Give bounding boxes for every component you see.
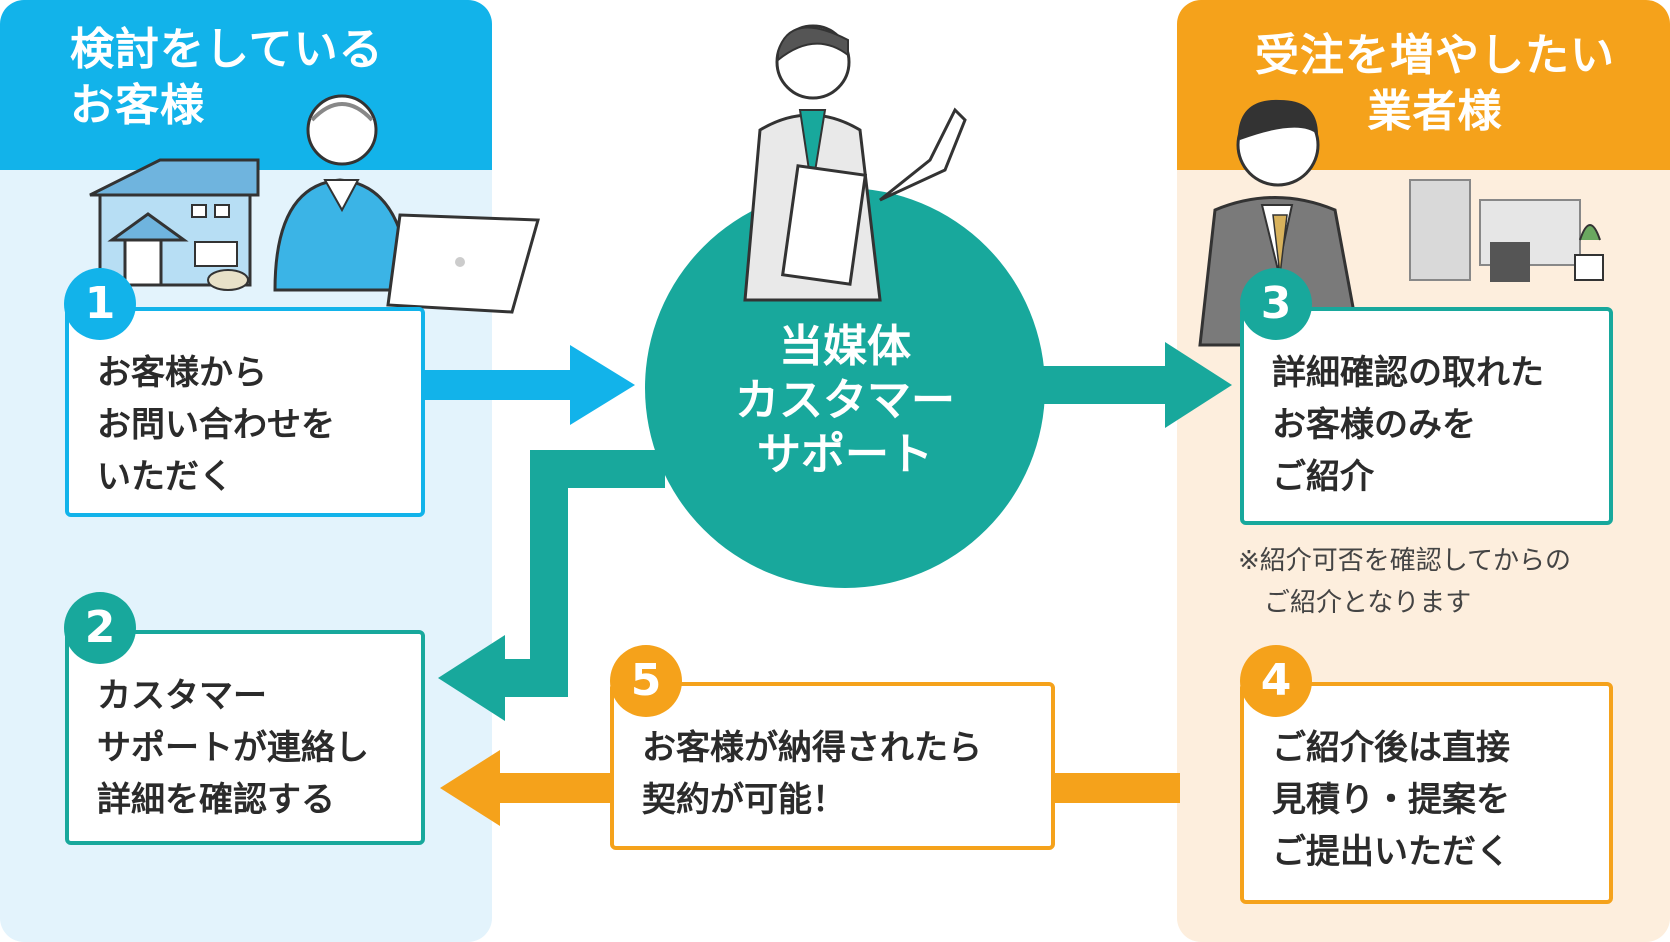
vendor-panel-title: 受注を増やしたい 業者様 bbox=[1255, 30, 1615, 137]
arrow-step1-to-center bbox=[425, 345, 635, 425]
step-3-number: 3 bbox=[1240, 268, 1312, 340]
step-1-card: お客様から お問い合わせを いただく bbox=[65, 307, 425, 517]
arrow-center-to-step2 bbox=[438, 450, 665, 721]
step-3-card: 詳細確認の取れた お客様のみを ご紹介 bbox=[1240, 307, 1613, 525]
house-icon bbox=[89, 158, 260, 291]
customer-panel-title: 検討をしている お客様 bbox=[70, 24, 384, 131]
referral-note: ※紹介可否を確認してからの ご紹介となります bbox=[1238, 546, 1572, 618]
step-5-card: お客様が納得されたら 契約が可能！ bbox=[610, 682, 1055, 850]
step-4-card: ご紹介後は直接 見積り・提案を ご提出いただく bbox=[1240, 682, 1613, 904]
customer-panel-header bbox=[0, 0, 492, 170]
step-4-number: 4 bbox=[1240, 645, 1312, 717]
customer-illustration bbox=[273, 94, 540, 314]
step-1-number: 1 bbox=[64, 268, 136, 340]
support-staff-illustration bbox=[743, 24, 967, 302]
step-2-number: 2 bbox=[64, 592, 136, 664]
step-2-card: カスタマー サポートが連絡し 詳細を確認する bbox=[65, 630, 425, 845]
step-5-number: 5 bbox=[610, 645, 682, 717]
support-label: 当媒体 カスタマー サポート bbox=[735, 321, 955, 480]
arrow-step4-to-step2 bbox=[440, 750, 1180, 826]
